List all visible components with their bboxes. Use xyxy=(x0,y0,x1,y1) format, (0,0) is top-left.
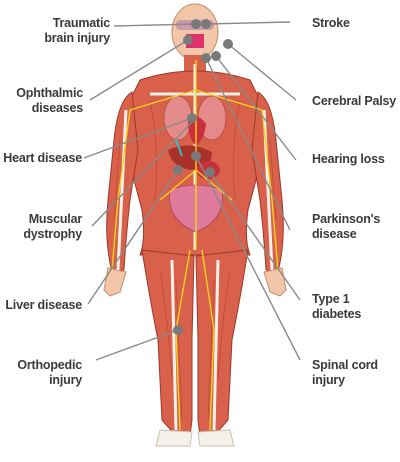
label-heart-disease: Heart disease xyxy=(3,151,82,166)
label-liver-disease: Liver disease xyxy=(5,298,82,313)
label-cerebral-palsy: Cerebral Palsy xyxy=(312,94,396,109)
label-stroke: Stroke xyxy=(312,16,350,31)
label-hearing-loss: Hearing loss xyxy=(312,152,385,167)
